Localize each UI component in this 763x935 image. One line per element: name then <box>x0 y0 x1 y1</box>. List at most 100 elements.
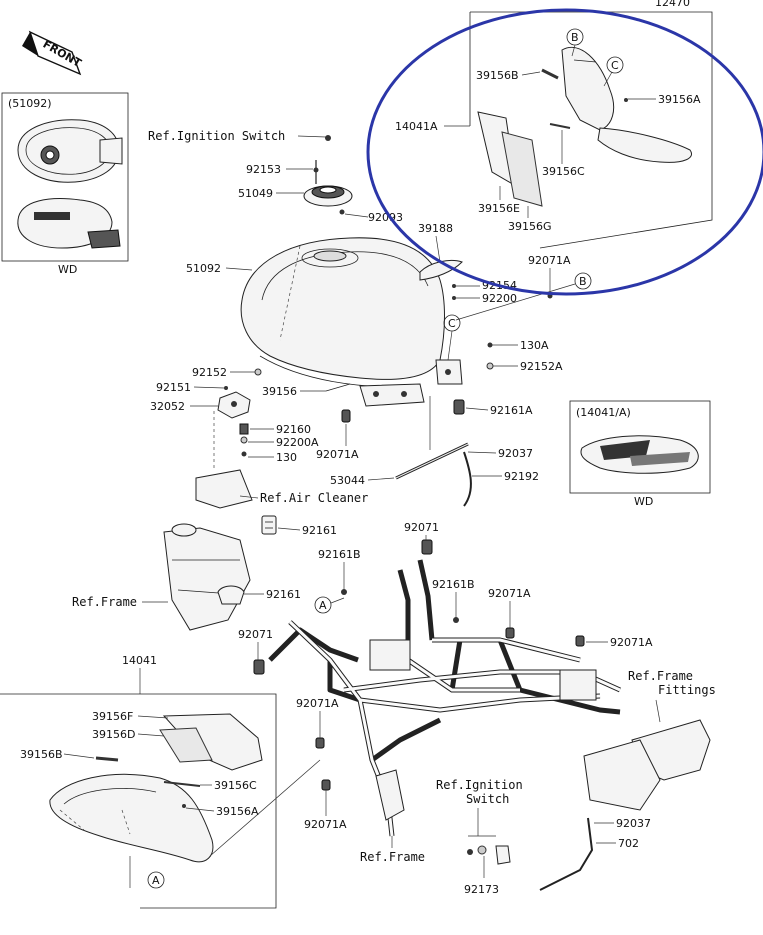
label-92161B-a: 92161B <box>318 548 361 561</box>
ref-ignition-switch-bot-1: Ref.Ignition <box>436 778 523 792</box>
label-92037-bot: 92037 <box>616 817 651 830</box>
inset-14041A-box <box>569 400 711 494</box>
screw-ignition-switch <box>325 135 331 141</box>
filler-cap-51049 <box>303 185 353 207</box>
callout-C-top <box>606 56 624 74</box>
label-92161B-b: 92161B <box>432 578 475 591</box>
fuel-tank-side-view-icon <box>17 198 121 249</box>
label-92071-b: 92071 <box>238 628 273 641</box>
inset-51092-box <box>1 92 129 262</box>
bolt-92151 <box>224 386 228 390</box>
label-39156: 39156 <box>262 385 297 398</box>
label-53044: 53044 <box>330 474 365 487</box>
label-14041: 14041 <box>122 654 157 667</box>
label-92200: 92200 <box>482 292 517 305</box>
damper-92071-a <box>421 539 433 555</box>
frame-fittings-tray <box>583 699 711 811</box>
cover-14041-group-box <box>0 693 277 909</box>
cover-14041A-group: 12470 <box>469 0 713 249</box>
clip-39156A-tr <box>624 98 628 102</box>
label-92071-a: 92071 <box>404 521 439 534</box>
label-92152: 92152 <box>192 366 227 379</box>
washer-92200A <box>240 436 248 444</box>
bolt-92153 <box>313 160 319 184</box>
hose-92192 <box>463 451 472 507</box>
label-51092: 51092 <box>186 262 221 275</box>
label-92071A-bot1: 92071A <box>296 697 339 710</box>
callout-B-top-letter: B <box>571 31 579 44</box>
label-130A: 130A <box>520 339 549 352</box>
ref-ignition-switch-top: Ref.Ignition Switch <box>148 129 285 143</box>
label-12470-partial: 12470 <box>655 0 690 9</box>
label-130: 130 <box>276 451 297 464</box>
label-39156A-bl: 39156A <box>216 805 259 818</box>
washer-92152 <box>254 368 262 376</box>
callout-C-top-letter: C <box>611 59 619 72</box>
pad-39188 <box>419 259 463 281</box>
label-39156D: 39156D <box>92 728 135 741</box>
label-39156A-tr: 39156A <box>658 93 701 106</box>
callout-B-mid-letter: B <box>579 275 587 288</box>
label-92071A-mid: 92071A <box>316 448 359 461</box>
tank-bottom-bracket <box>359 383 425 407</box>
label-14041A: 14041A <box>395 120 438 133</box>
fuel-tank-top-view-icon <box>17 119 123 183</box>
label-39188: 39188 <box>418 222 453 235</box>
callout-A-bot <box>147 871 165 889</box>
main-frame <box>268 559 622 837</box>
damper-92071-b <box>253 659 265 675</box>
rubber-92161-a <box>261 515 277 535</box>
side-cover-icon <box>580 435 699 474</box>
air-cleaner-bracket <box>195 410 253 509</box>
label-39156B-tr: 39156B <box>476 69 519 82</box>
callout-A-mid-letter: A <box>319 599 327 612</box>
label-92071A-bot2: 92071A <box>304 818 347 831</box>
label-92192: 92192 <box>504 470 539 483</box>
hose-702 <box>539 817 594 891</box>
damper-92071A-mid <box>341 409 351 423</box>
decal-39156F-39156D <box>159 713 263 771</box>
ref-frame-bottom: Ref.Frame <box>360 850 425 864</box>
label-32052: 32052 <box>150 400 185 413</box>
ref-frame-fittings-2: Fittings <box>658 683 716 697</box>
label-39156E: 39156E <box>478 202 520 215</box>
label-92153: 92153 <box>246 163 281 176</box>
callout-C-mid-letter: C <box>448 317 456 330</box>
ref-frame-fittings-1: Ref.Frame <box>628 669 693 683</box>
tank-rear-bracket <box>435 359 463 385</box>
label-51049: 51049 <box>238 187 273 200</box>
damper-92071A-r2 <box>575 635 585 647</box>
label-92161A: 92161A <box>490 404 533 417</box>
callout-A-mid <box>314 596 332 614</box>
callout-B-mid <box>574 272 592 290</box>
pad-39156B-tr <box>541 68 559 80</box>
label-39156G: 39156G <box>508 220 552 233</box>
inset-51092-label: (51092) <box>8 97 52 110</box>
decal-39156G <box>501 131 543 207</box>
label-92152A: 92152A <box>520 360 563 373</box>
wd-right-label: WD <box>634 495 653 508</box>
screw-92093 <box>339 209 345 215</box>
label-39156B-bl: 39156B <box>20 748 63 761</box>
label-92161-a: 92161 <box>302 524 337 537</box>
label-39156C-bl: 39156C <box>214 779 257 792</box>
ref-frame-left: Ref.Frame <box>72 595 137 609</box>
ignition-switch-bolts <box>467 845 511 865</box>
label-702: 702 <box>618 837 639 850</box>
side-cover-14041 <box>49 773 214 863</box>
pad-39156C-bl <box>163 781 201 787</box>
rubber-92161-b <box>217 585 245 605</box>
label-92173: 92173 <box>464 883 499 896</box>
pad-39156C-tr <box>549 123 571 129</box>
label-92151: 92151 <box>156 381 191 394</box>
label-92037-mid: 92037 <box>498 447 533 460</box>
damper-92071A-bot2 <box>321 779 331 791</box>
inset-14041A-label: (14041/A) <box>576 406 631 419</box>
label-39156F: 39156F <box>92 710 133 723</box>
label-39156C-tr: 39156C <box>542 165 585 178</box>
label-92161-b: 92161 <box>266 588 301 601</box>
damper-92071A-bot1 <box>315 737 325 749</box>
ref-ignition-switch-bot-2: Switch <box>466 792 509 806</box>
clip-39156A-bl <box>182 804 186 808</box>
